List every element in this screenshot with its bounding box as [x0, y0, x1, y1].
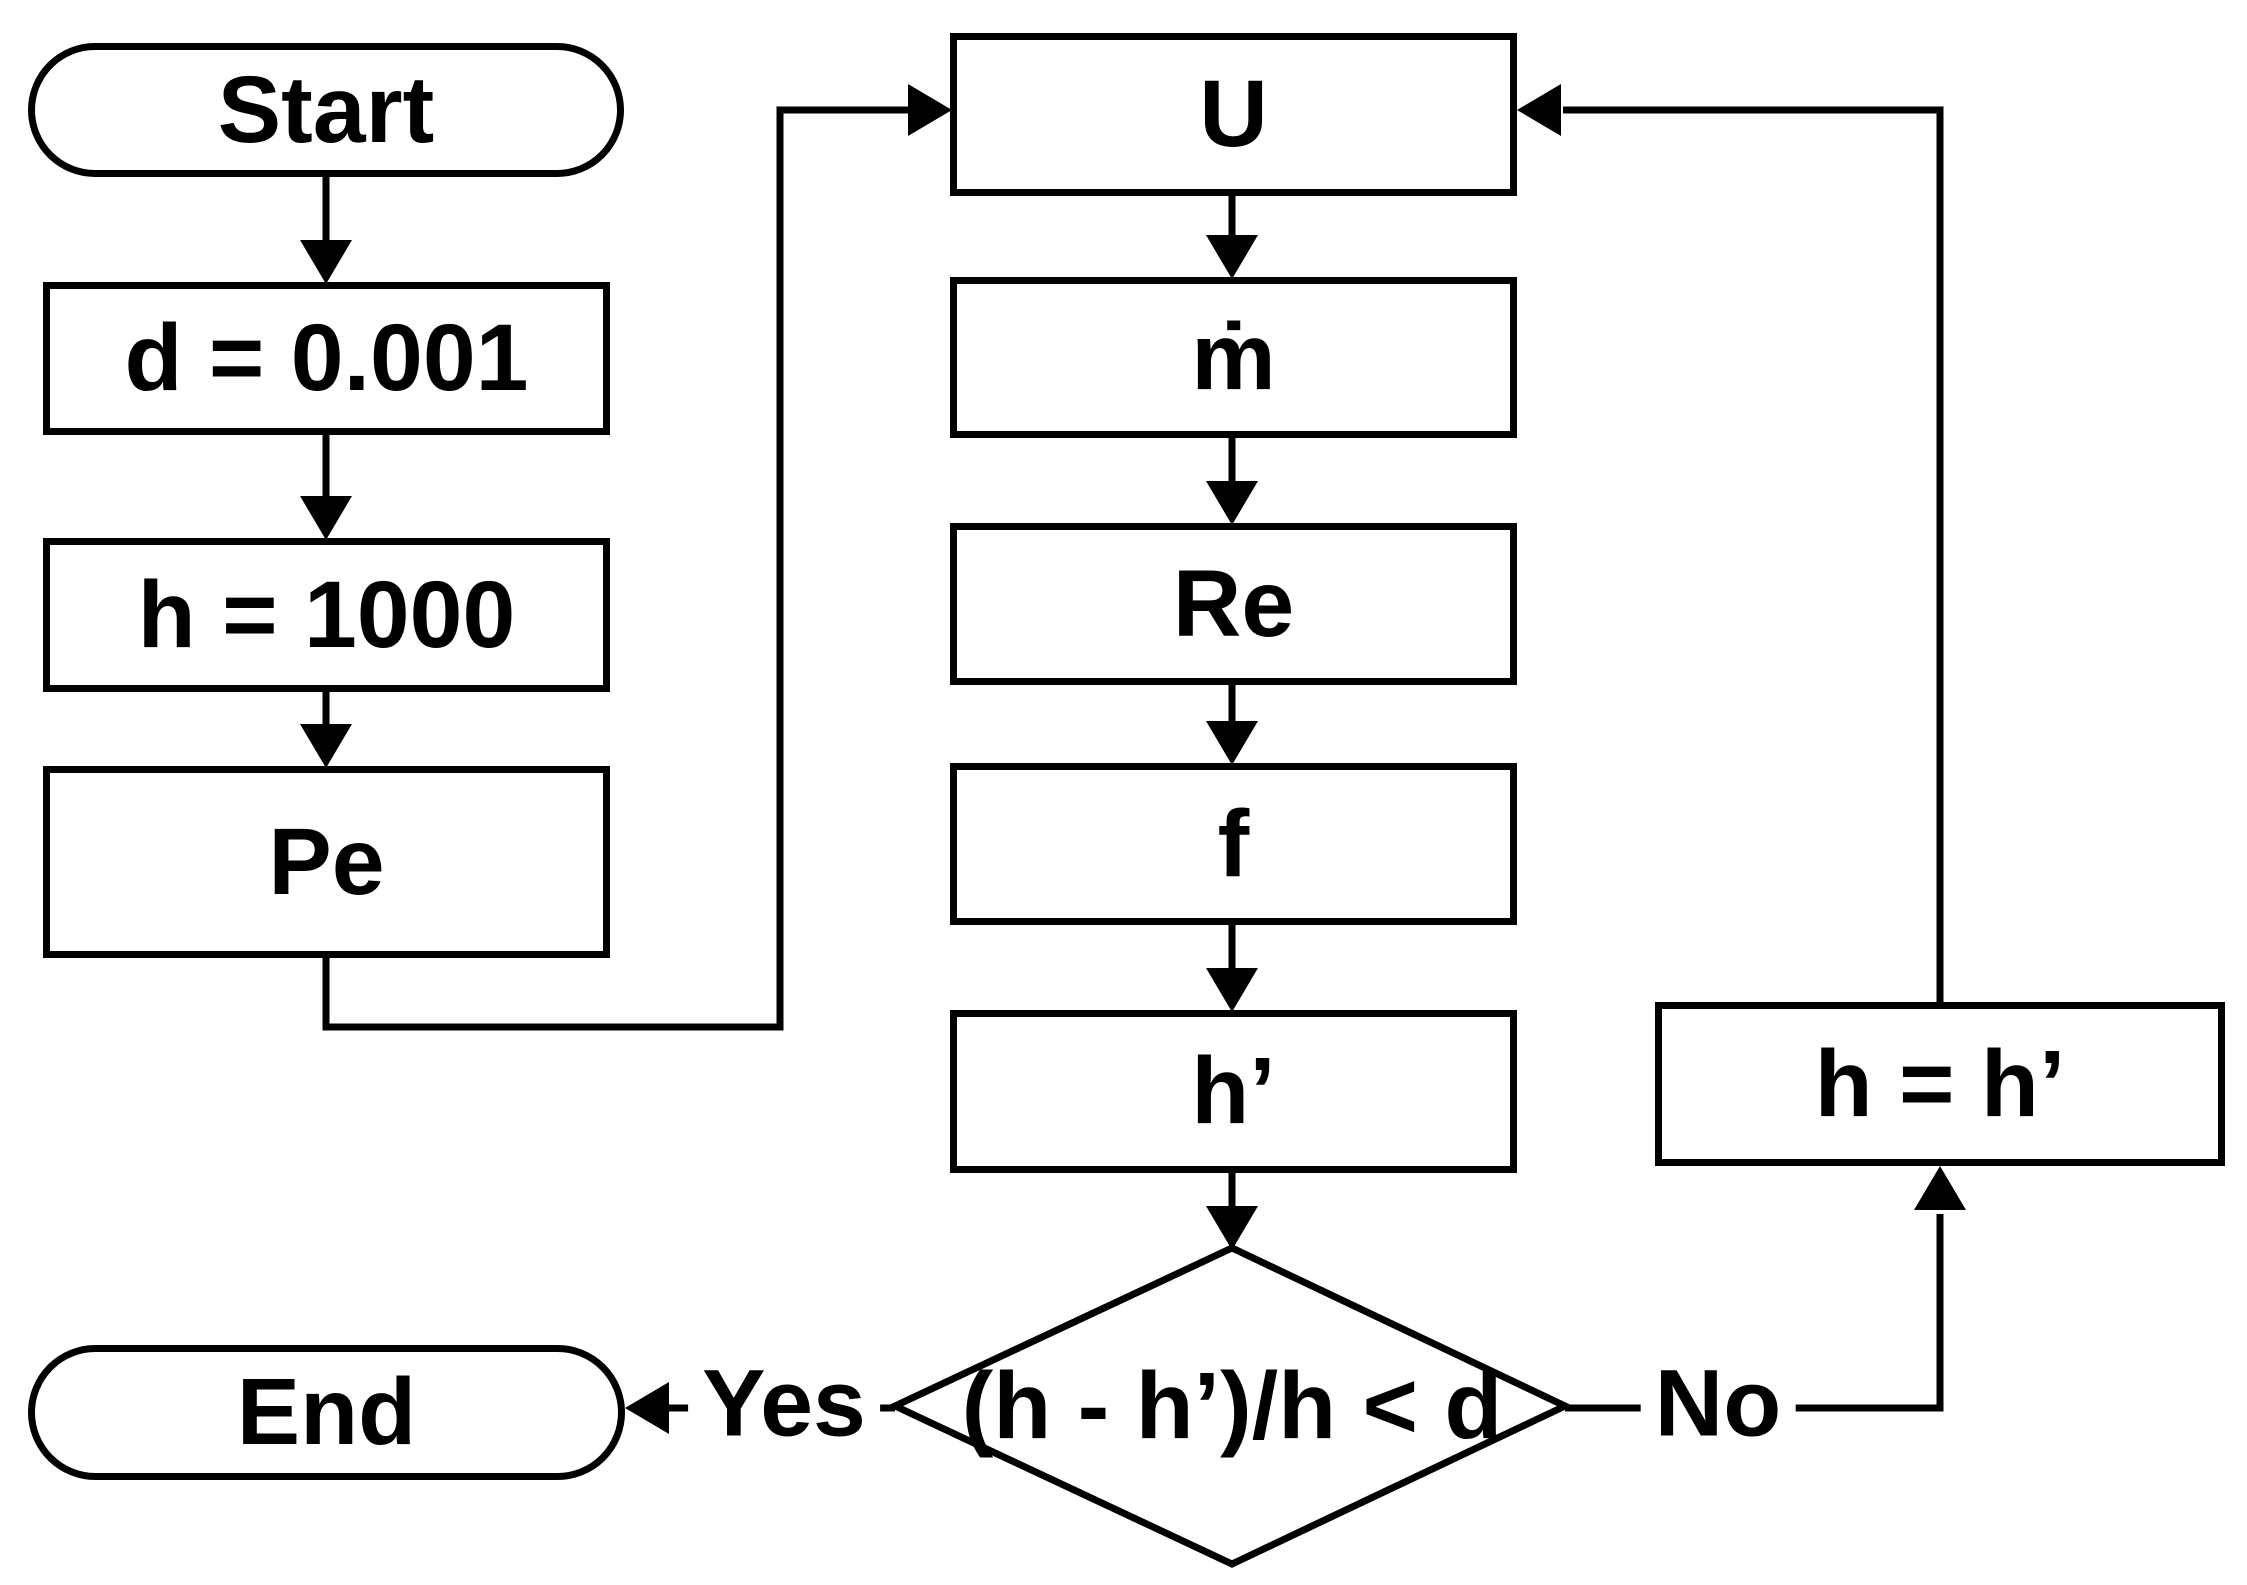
edge-label-no: No	[1640, 1356, 1796, 1452]
node-h-prime: h’	[950, 1010, 1517, 1173]
arrowhead-into-decision	[1206, 1206, 1258, 1250]
node-decision-label: (h - h’)/h < d	[961, 1352, 1503, 1459]
node-h-init: h = 1000	[43, 538, 610, 692]
arrowhead-into-end	[625, 1382, 669, 1434]
node-d-init-label: d = 0.001	[124, 305, 529, 411]
node-d-init: d = 0.001	[43, 282, 610, 435]
edge-label-yes: Yes	[688, 1356, 880, 1452]
arrowhead-into-re	[1206, 481, 1258, 525]
arrowhead-into-f	[1206, 721, 1258, 765]
arrowhead-into-d	[300, 240, 352, 284]
arrowhead-into-pe	[300, 724, 352, 768]
node-h-update: h = h’	[1655, 1002, 2225, 1166]
node-re-label: Re	[1172, 550, 1295, 657]
arrowhead-into-h	[300, 496, 352, 540]
arrowhead-into-u-left	[908, 84, 952, 136]
node-end: End	[28, 1345, 625, 1480]
edge-hupdate-to-u	[1563, 106, 1944, 1002]
node-re: Re	[950, 523, 1517, 685]
node-end-label: End	[236, 1359, 417, 1465]
node-m-dot: ṁ	[950, 277, 1517, 438]
arrowhead-into-m	[1206, 235, 1258, 279]
node-h-update-label: h = h’	[1814, 1030, 2066, 1137]
edge-pe-to-u	[322, 106, 908, 1031]
decision-diamond	[886, 1244, 1574, 1568]
node-start-label: Start	[217, 56, 435, 163]
arrowhead-into-hupdate	[1914, 1166, 1966, 1210]
arrowhead-into-u-right	[1517, 84, 1561, 136]
node-f-label: f	[1217, 790, 1250, 897]
node-u: U	[950, 33, 1517, 196]
node-start: Start	[28, 43, 624, 177]
node-h-init-label: h = 1000	[137, 561, 516, 668]
node-decision-label-wrap: (h - h’)/h < d	[882, 1353, 1582, 1459]
node-u-label: U	[1199, 61, 1268, 167]
node-pe-label: Pe	[268, 808, 385, 915]
node-h-prime-label: h’	[1191, 1038, 1276, 1144]
node-pe: Pe	[43, 766, 610, 958]
node-m-dot-label: ṁ	[1191, 304, 1276, 410]
node-f: f	[950, 763, 1517, 925]
arrowhead-into-hprime	[1206, 968, 1258, 1012]
